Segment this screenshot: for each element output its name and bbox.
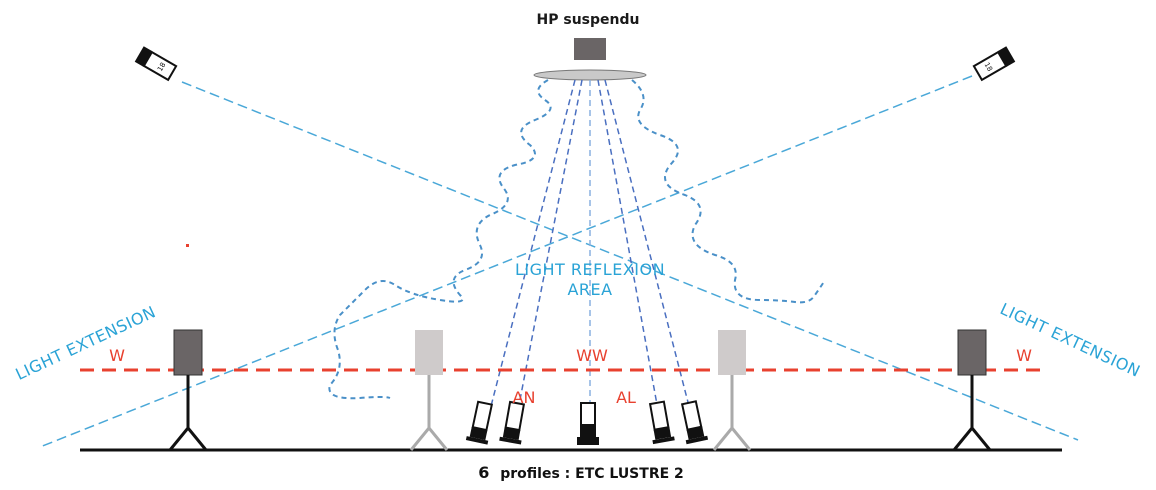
caption: 6 profiles : ETC LUSTRE 2 xyxy=(478,463,684,482)
speaker-far-right xyxy=(957,329,987,376)
floor-profiles xyxy=(465,400,709,445)
caption-count: 6 xyxy=(478,463,489,482)
beam-1 xyxy=(489,79,576,411)
label-w-left: W xyxy=(109,346,125,365)
reflection-beams xyxy=(489,79,691,411)
reflexion-label-line1: LIGHT REFLEXION xyxy=(515,260,665,279)
extension-label-right: LIGHT EXTENSION xyxy=(997,299,1143,381)
reflector-plate xyxy=(533,69,647,81)
fixture-tag-top-left: 18 xyxy=(156,61,167,73)
fixture-top-right: 18 xyxy=(972,46,1016,82)
profile-fixture xyxy=(499,400,526,445)
reflexion-area-outline-right xyxy=(631,79,826,304)
speaker-stand-far-left xyxy=(168,329,208,451)
profile-fixture xyxy=(648,400,675,445)
hanging-speaker xyxy=(574,38,606,60)
profile-fixture xyxy=(680,400,709,445)
extension-label-left: LIGHT EXTENSION xyxy=(13,302,159,384)
speaker-inner-left xyxy=(415,330,443,375)
profile-fixture xyxy=(465,400,494,445)
beam-5 xyxy=(604,79,691,411)
label-al: AL xyxy=(616,388,636,407)
cross-beam-right xyxy=(39,75,973,448)
profile-fixture xyxy=(577,402,599,445)
cross-beam-left xyxy=(181,81,1079,441)
label-an: AN xyxy=(513,388,536,407)
red-dot xyxy=(186,244,189,247)
beam-4 xyxy=(597,79,659,411)
fixture-top-left: 18 xyxy=(134,46,178,82)
reflexion-area-outline xyxy=(328,79,552,400)
speaker-stand-inner-left xyxy=(409,330,449,451)
speaker-stand-far-right xyxy=(952,329,992,451)
label-w-right: W xyxy=(1016,346,1032,365)
speaker-far-left xyxy=(173,329,203,376)
speaker-stand-inner-right xyxy=(712,330,752,451)
diagram-title: HP suspendu xyxy=(537,12,640,28)
beam-2 xyxy=(517,79,583,411)
reflexion-label-line2: AREA xyxy=(567,280,612,299)
caption-text: profiles : ETC LUSTRE 2 xyxy=(500,466,684,482)
label-ww: WW xyxy=(576,346,608,365)
speaker-inner-right xyxy=(718,330,746,375)
fixture-tag-top-right: 18 xyxy=(983,61,994,73)
